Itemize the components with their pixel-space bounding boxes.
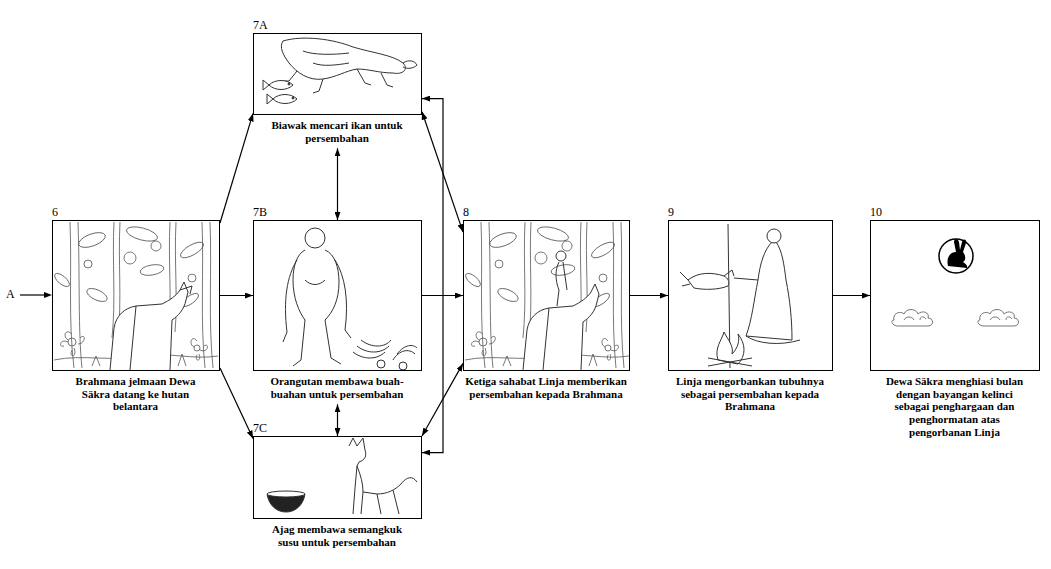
- entry-label: A: [6, 288, 15, 301]
- flow-arrow: [630, 295, 668, 296]
- moon-rabbit-sketch: [892, 239, 1019, 326]
- scene-box: 7BOrangutan membawa buah-buahan untuk pe…: [253, 220, 422, 371]
- wild-dog-sketch: [267, 438, 417, 514]
- flow-arrow: [422, 112, 463, 232]
- step-caption: Ketiga sahabat Linja memberikan persemba…: [459, 375, 634, 400]
- step-number: 7C: [253, 422, 267, 435]
- step-caption: Ajag membawa semangkuk susu untuk persem…: [262, 523, 412, 548]
- flow-arrow: [220, 113, 253, 223]
- step-number: 8: [463, 206, 469, 219]
- step-caption: Linja mengorbankan tubuhnya sebagai pers…: [665, 375, 835, 413]
- scene-box: 7CAjag membawa semangkuk susu untuk pers…: [253, 436, 422, 519]
- scene-box: 7ABiawak mencari ikan untuk persembahan: [253, 33, 422, 115]
- step-caption: Brahmana jelmaan Dewa Säkra datang ke hu…: [71, 375, 201, 413]
- jungle-scene: [464, 222, 629, 370]
- step-number: 6: [52, 206, 58, 219]
- step-number: 7A: [253, 19, 268, 32]
- flow-arrow: [337, 148, 338, 220]
- flow-arrow: [422, 295, 463, 296]
- scene-box: 9Linja mengorbankan tubuhnya sebagai per…: [668, 220, 833, 371]
- flow-arrow: [220, 368, 253, 439]
- orangutan-sketch: [283, 228, 417, 370]
- flow-arrow: [337, 404, 338, 436]
- jungle-scene: [53, 222, 218, 370]
- flow-arrow: [422, 363, 463, 436]
- entry-arrow: [20, 292, 52, 298]
- scene-box: 8Ketiga sahabat Linja memberikan persemb…: [463, 220, 630, 371]
- step-caption: Dewa Säkra menghiasi bulan dengan bayang…: [880, 375, 1030, 438]
- flow-arrow: [220, 295, 253, 296]
- step-caption: Biawak mencari ikan untuk persembahan: [257, 119, 417, 144]
- flow-arrow: [833, 295, 870, 296]
- flow-arrow: [422, 99, 443, 453]
- scene-box: 10Dewa Säkra menghiasi bulan dengan baya…: [870, 220, 1040, 371]
- step-number: 9: [668, 206, 674, 219]
- sacrifice-sketch: [680, 224, 800, 368]
- scene-box: 6Brahmana jelmaan Dewa Säkra datang ke h…: [52, 220, 220, 371]
- step-number: 10: [870, 206, 882, 219]
- monitor-lizard-sketch: [263, 38, 417, 104]
- step-caption: Orangutan membawa buah-buahan untuk pers…: [262, 375, 412, 400]
- step-number: 7B: [253, 206, 267, 219]
